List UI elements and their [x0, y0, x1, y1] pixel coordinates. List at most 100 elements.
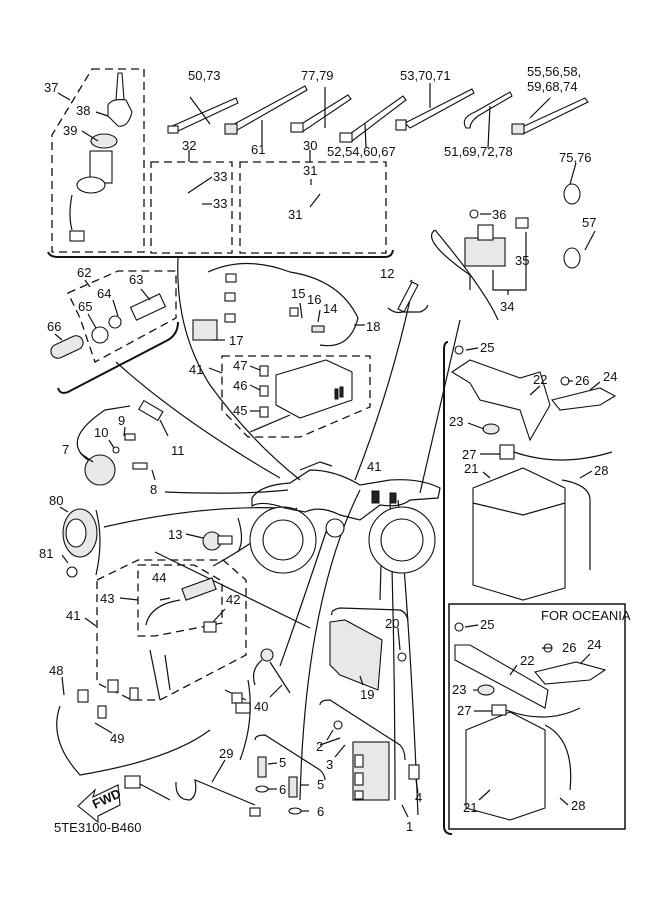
relay-17	[192, 319, 218, 341]
callout-14: 14	[323, 301, 337, 316]
callout-33b: 33	[213, 196, 227, 211]
cable-ties	[167, 85, 589, 143]
callout-17: 17	[229, 333, 243, 348]
callout-27: 27	[462, 447, 476, 462]
callout-26: 26	[575, 373, 589, 388]
callout-80: 80	[49, 493, 63, 508]
callout-3: 3	[326, 757, 333, 772]
callout-34: 34	[500, 299, 514, 314]
callout-52-54-60-67: 52,54,60,67	[327, 144, 396, 159]
callout-64: 64	[97, 286, 111, 301]
atv-illustration	[249, 461, 441, 574]
sender-13	[202, 517, 243, 553]
callout-15: 15	[291, 286, 305, 301]
nut-65	[91, 326, 109, 344]
callout-18: 18	[366, 319, 380, 334]
callout-65: 65	[78, 299, 92, 314]
fwd-arrow: FWD	[77, 784, 123, 824]
socket-63	[129, 293, 167, 321]
part-42	[203, 621, 217, 633]
callout-37: 37	[44, 80, 58, 95]
callout-28: 28	[594, 463, 608, 478]
lead-frame-30	[239, 161, 387, 254]
callout-51-69-72-78: 51,69,72,78	[444, 144, 513, 159]
clamp-57	[563, 247, 581, 269]
callout-66: 66	[47, 319, 61, 334]
callout-23: 23	[449, 414, 463, 429]
oceania-label: FOR OCEANIA	[541, 608, 631, 623]
callout-2: 2	[316, 739, 323, 754]
diagram-code: 5TE3100-B460	[54, 820, 141, 835]
bolt-5a	[257, 756, 267, 778]
grip-66	[50, 335, 84, 359]
callout-9: 9	[118, 413, 125, 428]
callout-48: 48	[49, 663, 63, 678]
relay-frame-41	[221, 355, 371, 438]
callout-24: 24	[603, 369, 617, 384]
callout-12: 12	[380, 266, 394, 281]
callout-47: 47	[233, 358, 247, 373]
cap-64	[108, 315, 122, 329]
callout-53-70-71: 53,70,71	[400, 68, 451, 83]
callout-40: 40	[254, 699, 268, 714]
regulator	[329, 619, 383, 691]
callout-5b: 5	[317, 777, 324, 792]
oceania-callout-25: 25	[480, 617, 494, 632]
callout-63: 63	[129, 272, 143, 287]
callout-6b: 6	[317, 804, 324, 819]
oceania-callout-27: 27	[457, 703, 471, 718]
callout-19: 19	[360, 687, 374, 702]
callout-49: 49	[110, 731, 124, 746]
callout-22: 22	[533, 372, 547, 387]
callout-81: 81	[39, 546, 53, 561]
callout-55-56-58: 55,56,58,	[527, 64, 581, 79]
callout-6a: 6	[279, 782, 286, 797]
label-leaders	[54, 83, 601, 818]
callout-25: 25	[480, 340, 494, 355]
callout-35: 35	[515, 253, 529, 268]
callout-38: 38	[76, 103, 90, 118]
callout-5a: 5	[279, 755, 286, 770]
socket-frame-62	[67, 270, 177, 363]
callout-10: 10	[94, 425, 108, 440]
callout-77-79: 77,79	[301, 68, 334, 83]
callout-50-73: 50,73	[188, 68, 221, 83]
callout-45: 45	[233, 403, 247, 418]
bolt-5b	[288, 776, 298, 798]
callout-20: 20	[385, 616, 399, 631]
oceania-callout-26: 26	[562, 640, 576, 655]
callout-62: 62	[77, 265, 91, 280]
callout-41a: 41	[189, 362, 203, 377]
callout-59-68-74: 59,68,74	[527, 79, 578, 94]
callout-16: 16	[307, 292, 321, 307]
callout-4: 4	[415, 790, 422, 805]
washer-6b	[288, 807, 302, 815]
oceania-callout-24: 24	[587, 637, 601, 652]
part-44	[181, 577, 217, 601]
leader-lines	[103, 229, 499, 816]
switch-40	[260, 648, 274, 662]
battery-frame	[443, 341, 453, 835]
lead-frame-32	[150, 161, 233, 254]
oceania-frame	[448, 603, 626, 830]
oceania-callout-28: 28	[571, 798, 585, 813]
clamp-75-76	[563, 183, 581, 205]
callout-75-76: 75,76	[559, 150, 592, 165]
oceania-callout-22: 22	[520, 653, 534, 668]
callout-41b: 41	[367, 459, 381, 474]
oceania-callout-21: 21	[463, 800, 477, 815]
callout-46: 46	[233, 378, 247, 393]
main-switch-group	[47, 68, 394, 258]
sensor-29	[124, 775, 261, 817]
ignition-coil	[76, 399, 164, 486]
callout-31b: 31	[288, 207, 302, 222]
spark-plug	[397, 281, 419, 313]
callout-21: 21	[464, 461, 478, 476]
callout-42: 42	[226, 592, 240, 607]
callout-36: 36	[492, 207, 506, 222]
starter-relay	[464, 209, 529, 295]
fuse-box	[249, 359, 353, 433]
main-switch-part	[69, 72, 133, 242]
callout-7: 7	[62, 442, 69, 457]
